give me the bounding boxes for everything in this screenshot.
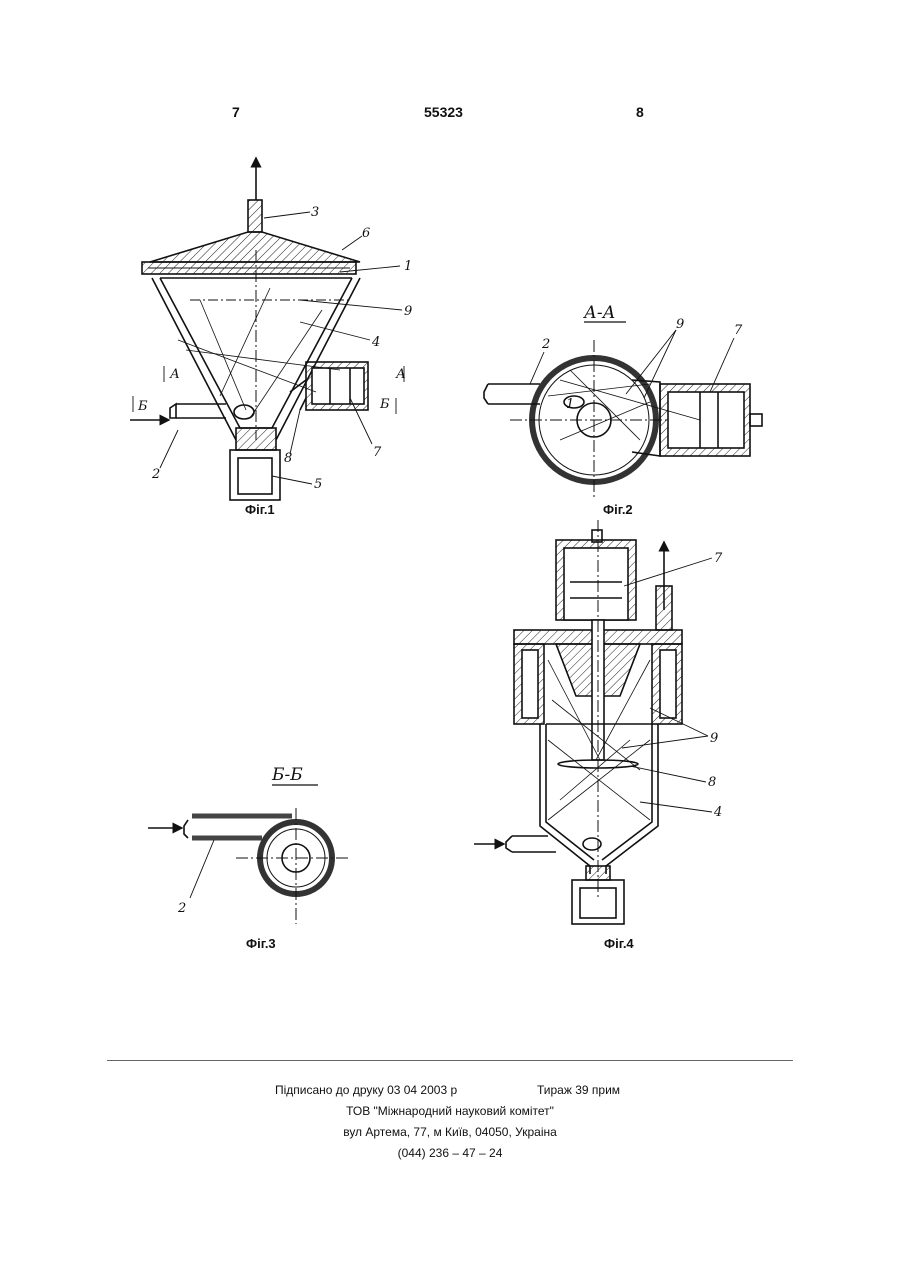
footer-address: вул Артема, 77, м Київ, 04050, Украіна (0, 1125, 900, 1139)
fig1-section-mark-b-left: Б (137, 399, 148, 414)
fig3-section-title: Б-Б (271, 765, 303, 785)
fig1-label-2: 2 (151, 467, 160, 482)
footer-divider (107, 1060, 793, 1061)
fig1-label-5: 5 (314, 477, 322, 492)
footer-circulation: Тираж 39 прим (537, 1083, 620, 1097)
fig4-label-8: 8 (708, 775, 716, 790)
technical-drawings: 3 6 1 9 4 7 8 5 2 А А Б Б (0, 0, 900, 1000)
fig1-label-4: 4 (371, 335, 380, 350)
fig2-section-title: А-А (583, 303, 616, 323)
fig1-label-8: 8 (284, 451, 292, 466)
fig2-label-7: 7 (734, 323, 743, 338)
fig1-section-mark-a-left: А (169, 367, 180, 382)
fig2-label-1: 1 (566, 397, 574, 412)
fig1-label-9: 9 (404, 304, 412, 319)
fig2-label-2: 2 (541, 337, 550, 352)
fig1-label-7: 7 (373, 445, 382, 460)
fig1-section-mark-b-right: Б (379, 397, 390, 412)
fig2-caption: Фіг.2 (603, 502, 633, 517)
fig4-label-9: 9 (710, 731, 718, 746)
footer-signed-date: Підписано до друку 03 04 2003 р (275, 1083, 457, 1097)
fig4-label-7: 7 (714, 551, 723, 566)
fig3-label-2: 2 (177, 901, 186, 916)
fig3-caption: Фіг.3 (246, 936, 276, 951)
fig1-section-mark-a-right: А (395, 367, 406, 382)
footer-organization: ТОВ "Міжнародний науковий комітет" (0, 1104, 900, 1118)
fig2-label-9: 9 (676, 317, 684, 332)
figure-1-drawing (130, 162, 404, 500)
fig1-label-6: 6 (362, 226, 370, 241)
fig1-label-1: 1 (404, 259, 412, 274)
figure-4-drawing (474, 520, 712, 924)
fig1-label-3: 3 (311, 205, 319, 220)
fig1-caption: Фіг.1 (245, 502, 275, 517)
fig4-label-4: 4 (713, 805, 722, 820)
figure-2-drawing (484, 322, 762, 500)
fig4-caption: Фіг.4 (604, 936, 634, 951)
footer-phone: (044) 236 – 47 – 24 (0, 1146, 900, 1160)
